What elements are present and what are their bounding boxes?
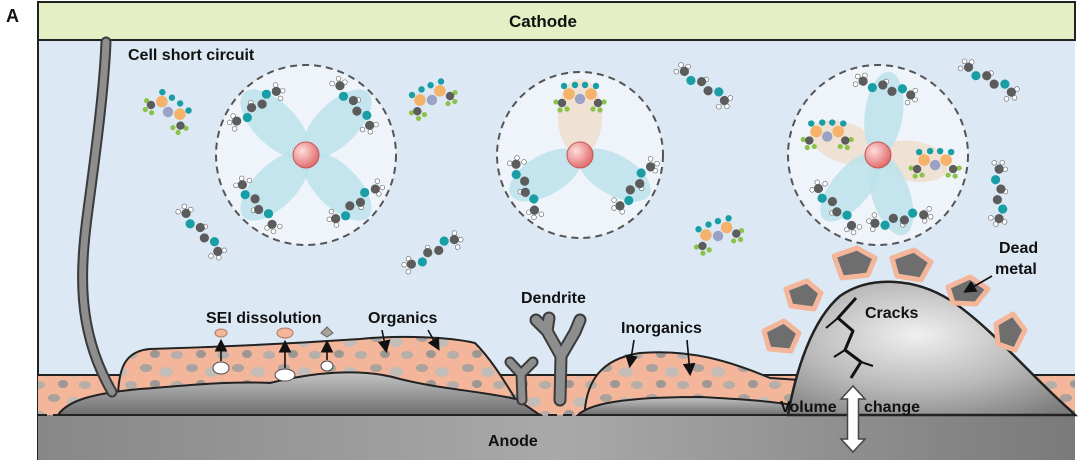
metal-lump-left	[56, 371, 544, 416]
metal-ion	[292, 141, 320, 169]
metal-lump-middle	[575, 395, 801, 416]
dead-metal-chunk	[889, 247, 934, 283]
solvation-shell-2	[496, 71, 664, 239]
dissolved-particle	[276, 327, 294, 339]
crack-line	[833, 349, 846, 358]
dead-metal-chunk	[831, 245, 878, 281]
volume-change-arrow	[839, 384, 867, 454]
cracks	[825, 296, 874, 379]
dissolved-void	[320, 360, 334, 372]
small-dendrite-fill	[506, 358, 537, 404]
dendrite-label: Dendrite	[521, 290, 586, 307]
dissolved-particle	[214, 328, 228, 338]
dead-metal-chunk	[761, 318, 802, 354]
dead-metal-label-line1: Dead	[999, 240, 1038, 257]
metal-mound	[786, 280, 1079, 417]
solvent-petal	[240, 151, 310, 221]
solvent-petal	[868, 154, 914, 236]
anode-bar	[38, 415, 1075, 460]
sei-dissolution-label: SEI dissolution	[206, 310, 322, 327]
crack-line	[836, 296, 863, 379]
change-label: change	[864, 399, 920, 416]
metal-ion	[566, 141, 594, 169]
inorganics-arrow	[625, 339, 638, 369]
dissolved-particle	[320, 326, 334, 338]
organics-arrow	[427, 329, 440, 351]
organics-arrow	[377, 329, 391, 354]
panel-label: A	[6, 6, 19, 26]
solvent-petal	[240, 89, 310, 159]
dendrite-fill	[531, 313, 585, 405]
dead-metal-label-line2: metal	[995, 261, 1037, 278]
anode-label: Anode	[488, 433, 538, 450]
cell-short-circuit-label: Cell short circuit	[128, 47, 255, 64]
inorganics-label: Inorganics	[621, 320, 702, 337]
organics-label: Organics	[368, 310, 437, 327]
dissolved-void	[212, 361, 230, 375]
sei-dissolution-markers	[212, 326, 334, 382]
filament-fill	[79, 38, 116, 396]
cracks-label: Cracks	[865, 305, 918, 322]
metal-ion	[864, 141, 892, 169]
short-circuit-dendrite	[77, 36, 118, 398]
dead-metal-chunk	[993, 311, 1028, 353]
volume-label: Volume	[780, 399, 837, 416]
solvent-petal	[302, 151, 372, 221]
dead-metal-particles	[761, 245, 1028, 354]
solvent-petal	[302, 89, 372, 159]
dissolved-void	[274, 368, 296, 382]
solvation-shell-3	[787, 64, 969, 246]
solvation-shell-1	[215, 64, 397, 246]
dead-metal-chunk	[783, 278, 824, 312]
inorganics-arrow	[682, 339, 696, 377]
cathode-label: Cathode	[509, 12, 577, 31]
pointer-arrows	[377, 275, 993, 377]
crack-line	[860, 361, 874, 367]
dendrite-shape	[504, 311, 587, 407]
dead-metal-arrow	[963, 275, 993, 293]
crack-line	[825, 317, 839, 329]
cathode-bar	[37, 1, 1076, 41]
